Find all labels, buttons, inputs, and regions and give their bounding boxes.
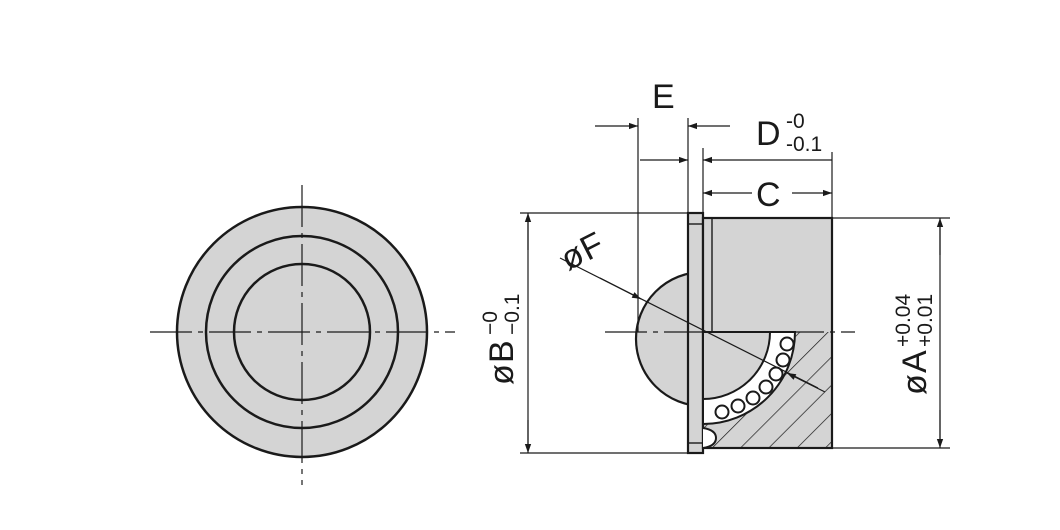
svg-text:-0.1: -0.1 [786, 133, 822, 156]
label-E: E [652, 78, 675, 116]
svg-text:+0.01: +0.01 [914, 294, 937, 347]
svg-text:B: B [483, 340, 521, 363]
svg-text:D: D [756, 115, 781, 153]
svg-text:-0: -0 [786, 110, 805, 133]
support-balls [714, 336, 795, 420]
svg-text:−0.1: −0.1 [501, 294, 524, 335]
svg-text:ø: ø [483, 364, 521, 385]
svg-text:+0.04: +0.04 [892, 294, 915, 347]
ball-inner-section [702, 331, 772, 401]
label-D: D -0 -0.1 [756, 110, 822, 156]
label-C: C [756, 176, 781, 214]
svg-text:ø: ø [896, 374, 934, 395]
front-view [150, 185, 455, 485]
label-B: ø B −0 −0.1 [479, 294, 524, 385]
dimension-lines [520, 118, 950, 454]
retainer-groove [702, 427, 718, 449]
svg-text:A: A [896, 350, 934, 373]
ball-outline [634, 270, 705, 408]
svg-text:−0: −0 [479, 311, 502, 335]
label-A: ø A +0.04 +0.01 [892, 294, 937, 395]
flange [686, 211, 705, 455]
label-F: ø F [555, 225, 610, 278]
side-view [605, 211, 855, 455]
